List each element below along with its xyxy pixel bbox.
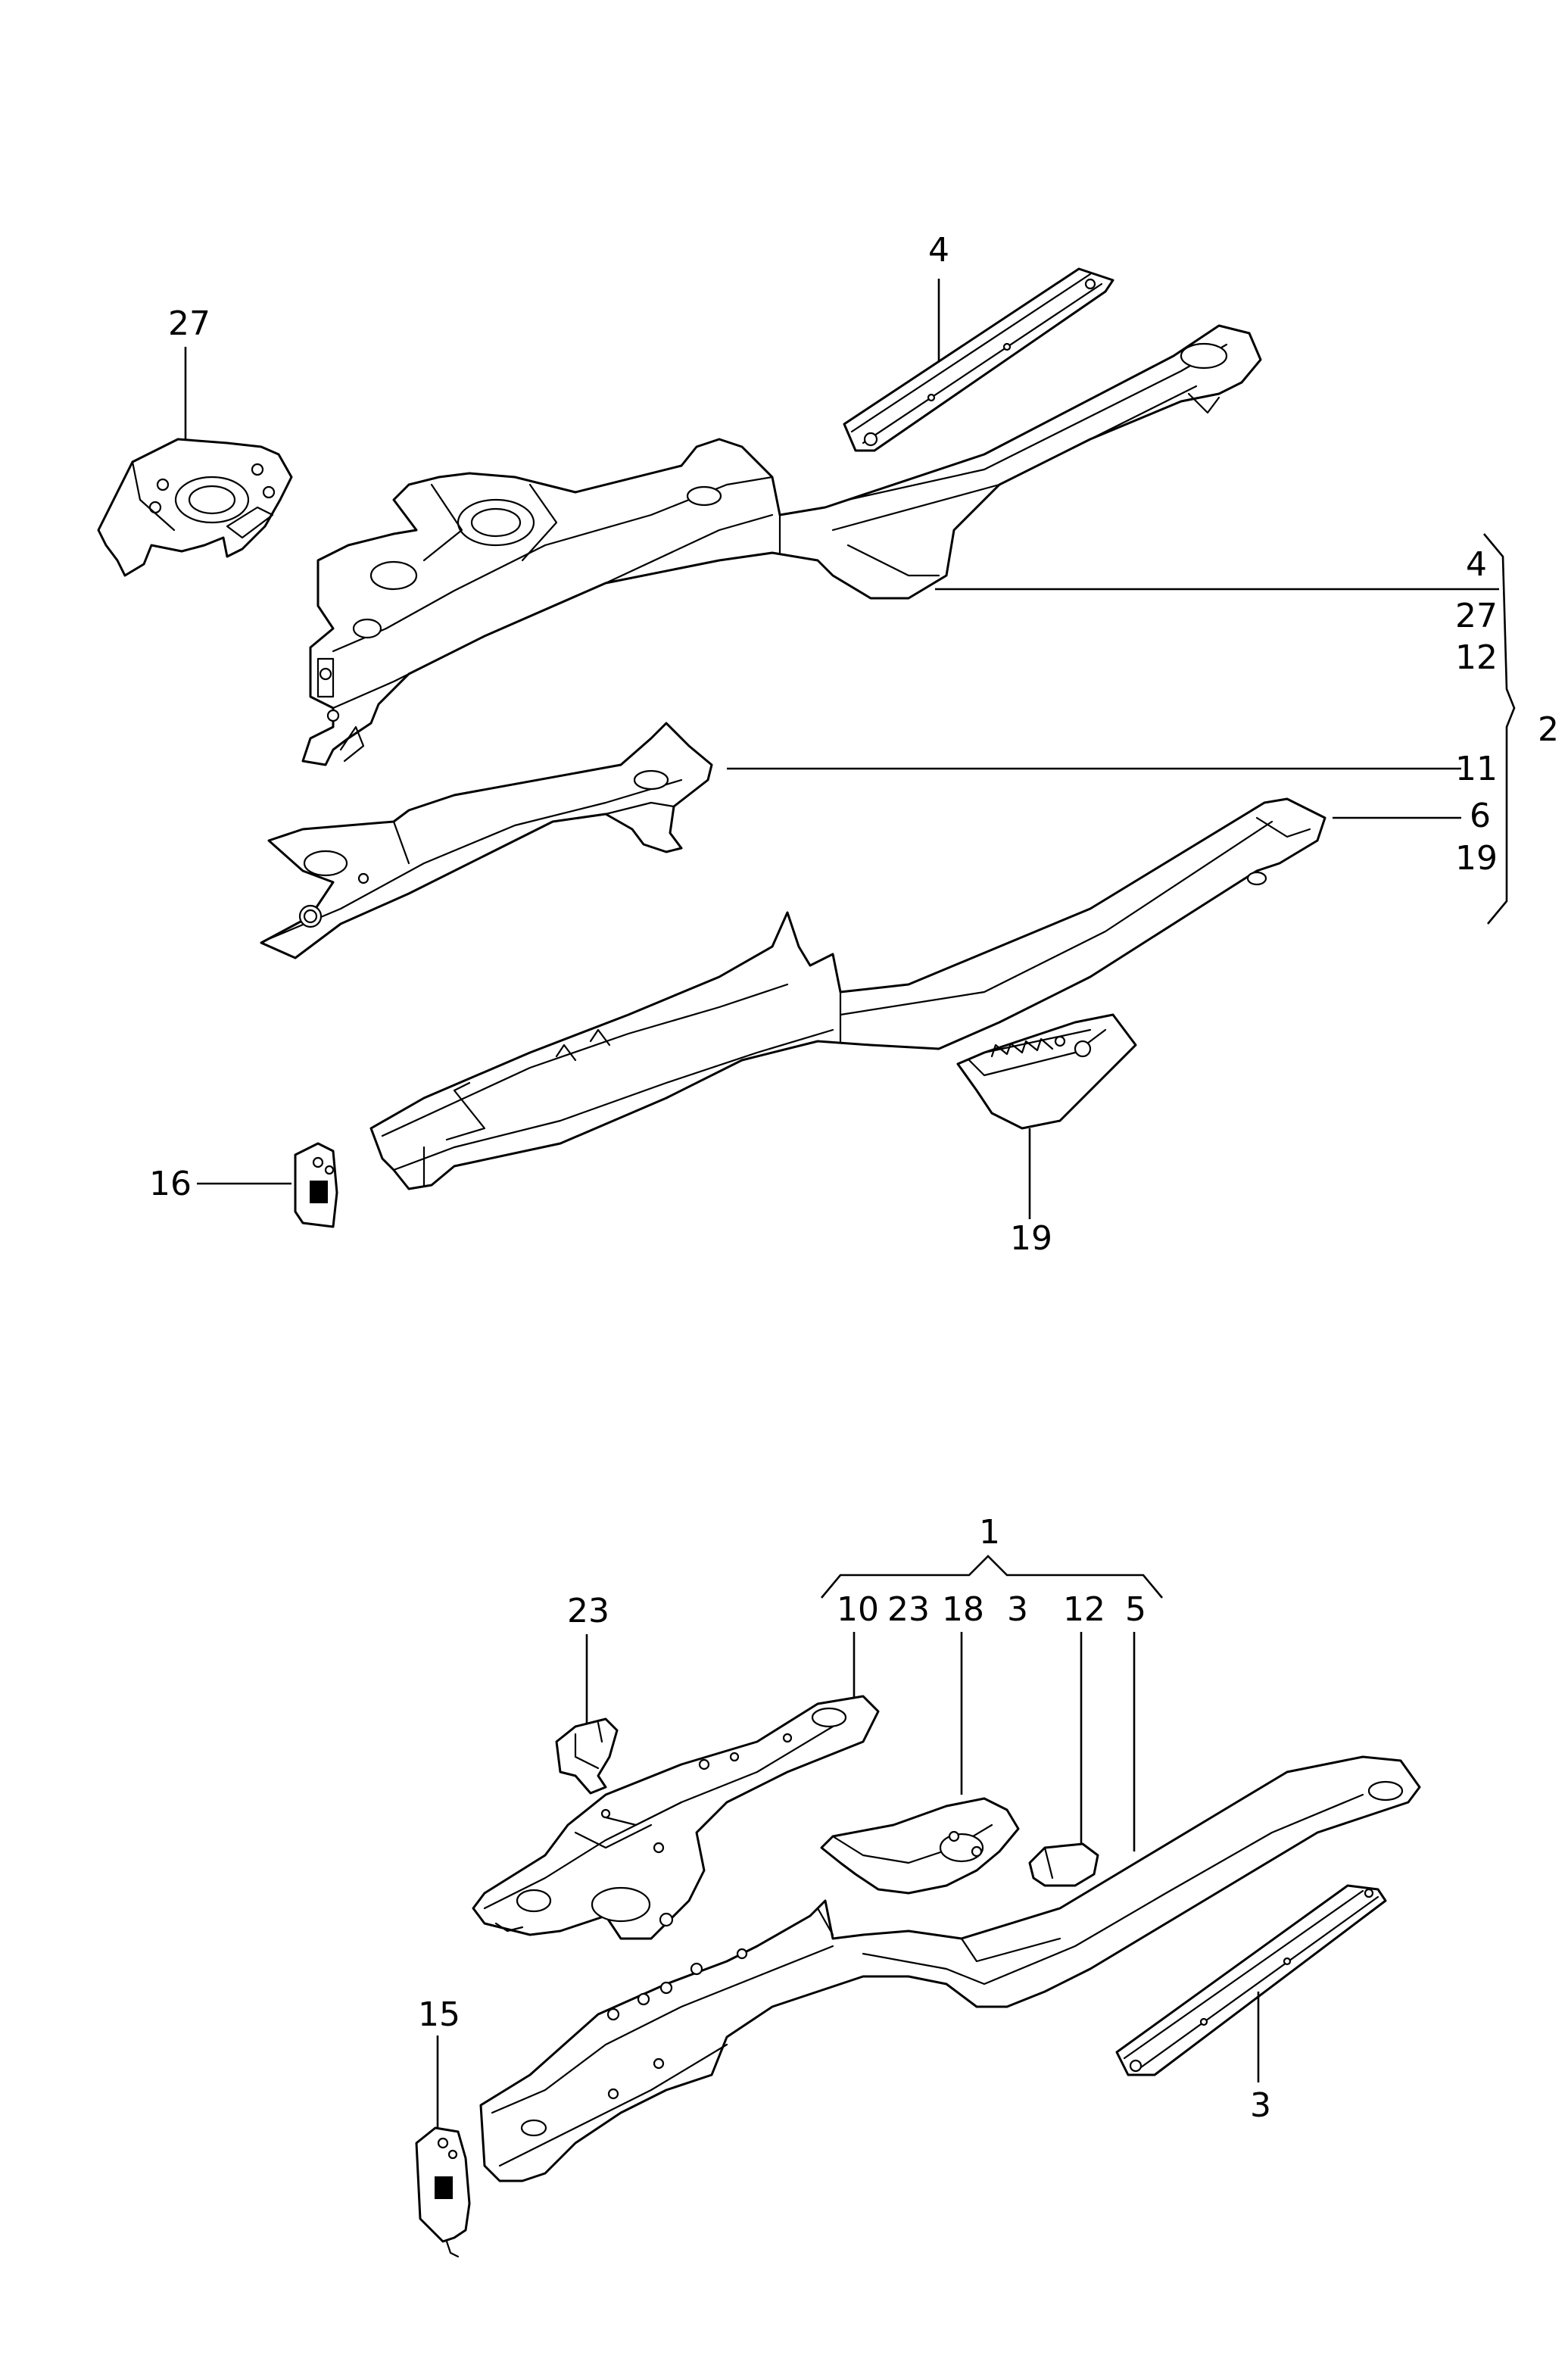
- group-callout-12: 12: [1455, 638, 1498, 677]
- part-18-bracket: [820, 1797, 1020, 1895]
- group-callout-11: 11: [1455, 750, 1498, 788]
- callout-27: 27: [168, 304, 210, 343]
- part-4-rail: [843, 267, 1114, 452]
- callout-4: 4: [928, 231, 949, 270]
- group-callout-19: 19: [1455, 839, 1498, 878]
- callout-5: 5: [1125, 1590, 1146, 1629]
- part-23-bracket: [555, 1717, 619, 1795]
- part-main-frame-assembly: [301, 324, 1262, 766]
- callout-15: 15: [418, 1995, 460, 2034]
- part-5-side-member: [479, 1755, 1421, 2182]
- part-10-inner-member: [472, 1695, 880, 1940]
- part-3-rail: [1115, 1884, 1387, 2076]
- callout-3-group: 3: [1007, 1590, 1028, 1629]
- callout-23: 23: [567, 1592, 609, 1630]
- part-6-side-member: [369, 797, 1326, 1190]
- callout-1: 1: [979, 1513, 1000, 1552]
- callout-23-group: 23: [887, 1590, 930, 1629]
- part-27-bracket: [97, 438, 293, 577]
- group-callout-27: 27: [1455, 597, 1498, 635]
- part-12-block: [1028, 1842, 1099, 1887]
- callout-18: 18: [942, 1590, 984, 1629]
- part-16-plate: [294, 1142, 338, 1228]
- group-callout-6: 6: [1470, 797, 1491, 835]
- group-callout-2: 2: [1538, 710, 1559, 749]
- part-11-inner-rail: [260, 722, 713, 959]
- callout-10: 10: [837, 1590, 879, 1629]
- group-brace-1: [821, 1555, 1163, 1599]
- callout-3: 3: [1250, 2086, 1271, 2125]
- part-19-bracket: [956, 1013, 1137, 1130]
- part-15-plate: [415, 2126, 471, 2258]
- group-brace-2: [1483, 533, 1516, 925]
- callout-16: 16: [149, 1165, 192, 1203]
- group-callout-4: 4: [1466, 545, 1487, 584]
- callout-12: 12: [1063, 1590, 1105, 1629]
- callout-19-bottom: 19: [1010, 1219, 1052, 1258]
